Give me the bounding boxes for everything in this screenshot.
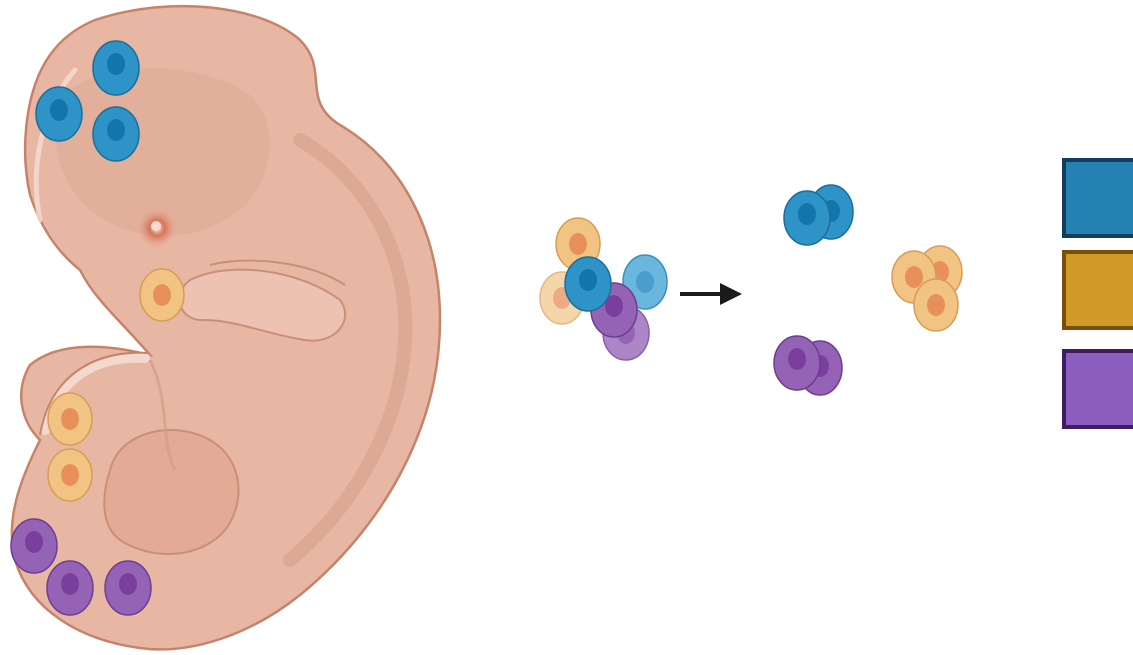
cell-icon: [565, 257, 611, 311]
cell-icon: [93, 41, 139, 95]
legend: [1064, 160, 1133, 427]
cell-icon: [784, 191, 830, 245]
cell-icon: [774, 336, 820, 390]
embryo-eye-center: [151, 221, 161, 231]
cell-icon: [914, 279, 958, 331]
sorted-orange-group: [892, 246, 962, 331]
sorted-purple-group: [774, 336, 842, 395]
cell-icon: [93, 107, 139, 161]
cell-icon: [140, 269, 184, 321]
cell-icon: [48, 449, 92, 501]
cell-icon: [36, 87, 82, 141]
cell-icon: [11, 519, 57, 573]
legend-swatch-blue: [1064, 160, 1133, 236]
right-arrow-icon: [680, 283, 742, 305]
legend-swatch-purple: [1064, 351, 1133, 427]
mixed-cell-cluster: [540, 218, 667, 360]
sorted-blue-group: [784, 185, 853, 245]
cell-icon: [48, 393, 92, 445]
embryo-heart: [104, 430, 238, 554]
legend-swatch-orange: [1064, 252, 1133, 328]
cell-icon: [47, 561, 93, 615]
cell-icon: [105, 561, 151, 615]
